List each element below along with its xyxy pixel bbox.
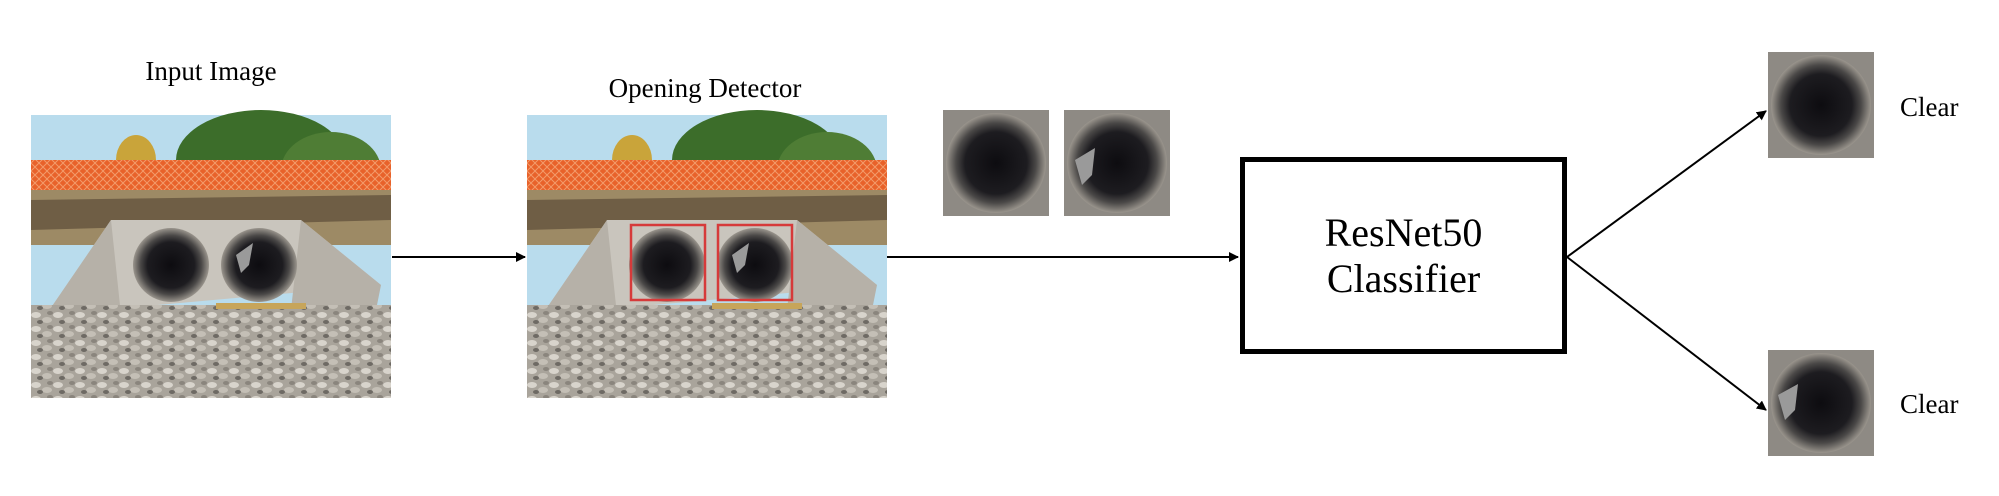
detector-image bbox=[527, 110, 887, 398]
crop-image-1 bbox=[943, 110, 1049, 216]
arrow-to-output-2 bbox=[1566, 256, 1767, 411]
result-label-1: Clear bbox=[1900, 92, 1959, 122]
crop-image-2 bbox=[1064, 110, 1170, 216]
resnet50-classifier-box: ResNet50 Classifier bbox=[1240, 157, 1567, 354]
classifier-title: ResNet50 bbox=[1324, 209, 1483, 255]
result-label-2: Clear bbox=[1900, 389, 1959, 419]
detection-box-right bbox=[716, 223, 794, 302]
arrow-to-output-1 bbox=[1566, 110, 1767, 258]
detection-box-left bbox=[629, 223, 707, 302]
input-image-label: Input Image bbox=[145, 56, 277, 86]
output-image-1 bbox=[1768, 52, 1874, 158]
input-image bbox=[31, 110, 391, 398]
classifier-subtitle: Classifier bbox=[1326, 255, 1481, 301]
opening-detector-label: Opening Detector bbox=[608, 73, 802, 103]
output-image-2 bbox=[1768, 350, 1874, 456]
